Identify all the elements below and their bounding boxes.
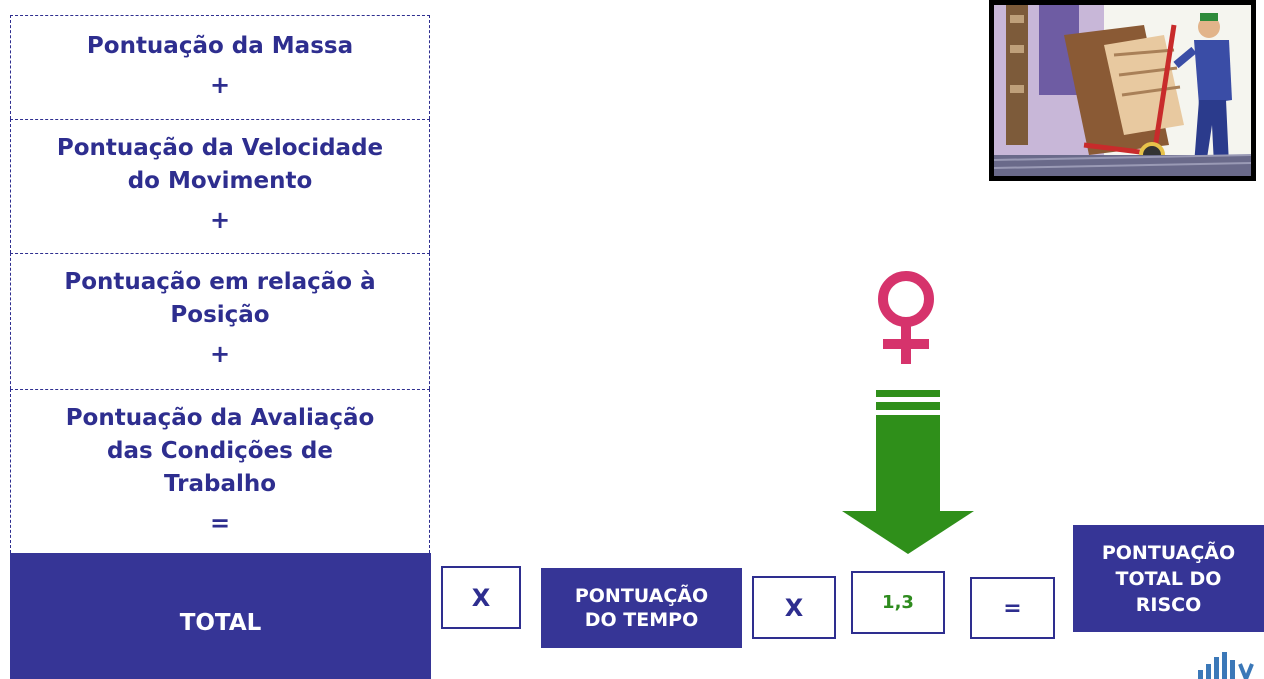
avaliacao-label-line2: das Condições de — [107, 438, 333, 464]
velocidade-label-line2: do Movimento — [127, 168, 313, 194]
equals-box: = — [970, 577, 1055, 639]
tempo-label-line1: PONTUAÇÃO — [574, 585, 709, 607]
factor-value: 1,3 — [882, 592, 914, 613]
worker-handtruck-clipart — [989, 0, 1256, 181]
risco-label-line2: TOTAL DO — [1115, 567, 1222, 590]
pontuacao-total-risco-box: PONTUAÇÃO TOTAL DO RISCO — [1073, 525, 1264, 632]
risco-label-line1: PONTUAÇÃO — [1101, 541, 1236, 564]
posicao-label-line1: Pontuação em relação à — [64, 269, 376, 295]
plus-operator: + — [209, 206, 231, 234]
avaliacao-block: Pontuação da Avaliação das Condições de … — [10, 389, 430, 553]
massa-label: Pontuação da Massa — [86, 33, 354, 59]
multiply-box-1: X — [441, 566, 521, 629]
multiply-operator: X — [784, 593, 804, 622]
total-label: TOTAL — [179, 610, 262, 636]
equals-operator: = — [1003, 595, 1022, 621]
plus-operator: + — [209, 71, 231, 99]
velocidade-label-line1: Pontuação da Velocidade — [56, 135, 384, 161]
posicao-block: Pontuação em relação à Posição + — [10, 253, 430, 389]
equals-operator: = — [209, 509, 231, 537]
multiply-operator: X — [471, 583, 491, 612]
multiply-box-2: X — [752, 576, 836, 639]
plus-operator: + — [209, 340, 231, 368]
velocidade-block: Pontuação da Velocidade do Movimento + — [10, 119, 430, 253]
factor-box: 1,3 — [851, 571, 945, 634]
down-arrow-icon — [842, 390, 974, 554]
risco-label-line3: RISCO — [1135, 593, 1202, 616]
posicao-label-line2: Posição — [170, 302, 270, 328]
tempo-label-line2: DO TEMPO — [584, 609, 699, 631]
total-box: TOTAL — [10, 553, 431, 679]
bars-logo — [1198, 652, 1254, 679]
massa-block: Pontuação da Massa + — [10, 15, 430, 119]
avaliacao-label-line1: Pontuação da Avaliação — [65, 405, 375, 431]
female-symbol-icon — [848, 262, 966, 368]
pontuacao-tempo-box: PONTUAÇÃO DO TEMPO — [541, 568, 742, 648]
avaliacao-label-line3: Trabalho — [163, 471, 277, 497]
